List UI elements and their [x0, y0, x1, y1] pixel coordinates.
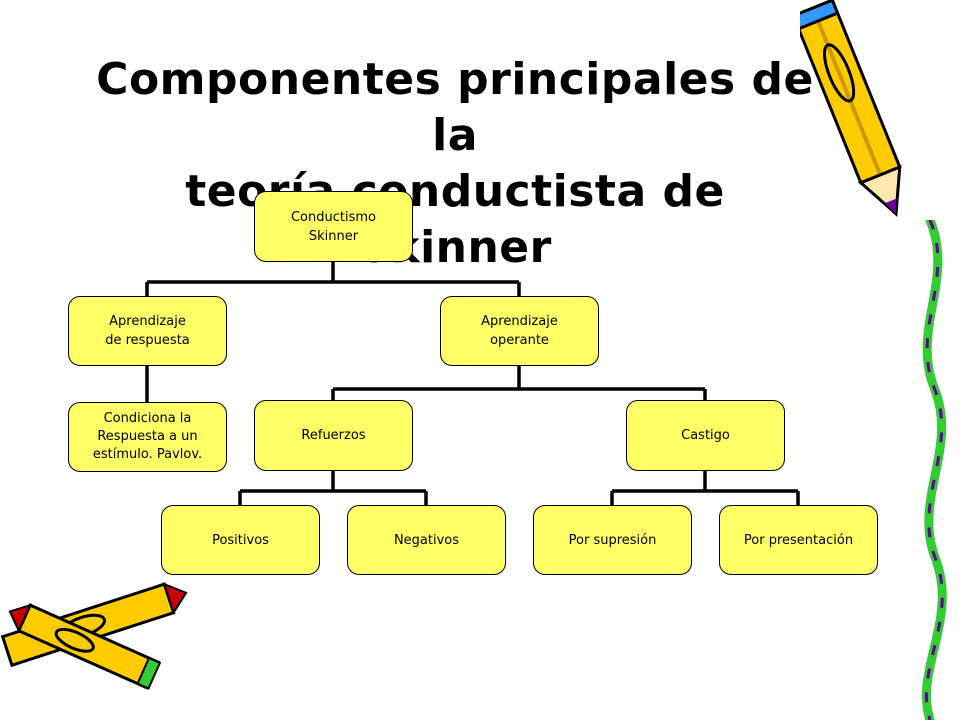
node-conductismo-skinner: Conductismo Skinner — [254, 191, 413, 262]
vine-decoration — [921, 220, 947, 720]
title-line-1: Componentes principales de la — [96, 54, 814, 161]
node-negativos: Negativos — [347, 505, 506, 575]
pencil-icon — [800, 0, 902, 217]
node-pavlov: Condiciona la Respuesta a un estímulo. P… — [68, 402, 227, 472]
crayon-icon — [0, 582, 188, 690]
node-castigo: Castigo — [626, 400, 785, 471]
node-por-presentacion: Por presentación — [719, 505, 878, 575]
node-refuerzos: Refuerzos — [254, 400, 413, 471]
node-aprendizaje-operante: Aprendizaje operante — [440, 296, 599, 366]
node-por-supresion: Por supresión — [533, 505, 692, 575]
node-aprendizaje-respuesta: Aprendizaje de respuesta — [68, 296, 227, 366]
node-positivos: Positivos — [161, 505, 320, 575]
slide-title: Componentes principales de la teoría con… — [95, 52, 815, 276]
